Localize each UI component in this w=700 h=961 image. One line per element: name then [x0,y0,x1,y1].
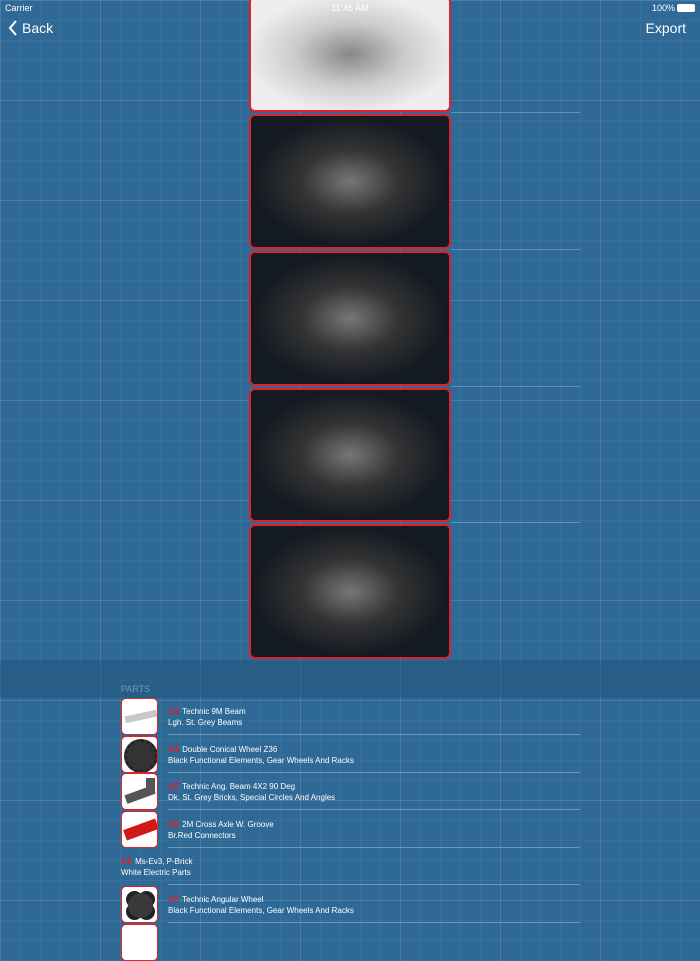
photo-robot-top-2[interactable] [249,251,451,386]
part-name: Technic 9M Beam [182,706,246,716]
part-category: White Electric Parts [121,867,191,877]
part-thumbnail [121,736,158,773]
divider [451,249,580,250]
part-qty: x5 [168,818,180,830]
photo-robot-top-3[interactable] [249,388,451,522]
photo-robot-front[interactable] [249,0,451,112]
part-name: Technic Angular Wheel [182,894,264,904]
section-band [0,660,700,698]
carrier-label: Carrier [5,3,33,13]
battery-percent: 100% [651,3,675,13]
part-name: Double Conical Wheel Z36 [182,744,278,754]
part-category: Lgh. St. Grey Beams [168,717,243,727]
export-button[interactable]: Export [645,20,686,36]
photo-parts-layout[interactable] [249,524,451,659]
divider [168,809,580,810]
part-qty: x2 [168,893,180,905]
divider [451,386,580,387]
part-thumbnail [121,924,158,961]
part-thumbnail [121,886,158,923]
chevron-left-icon [8,20,17,36]
part-row[interactable] [121,924,168,961]
divider [168,847,580,848]
part-qty: x2 [168,780,180,792]
divider [168,884,580,885]
clock: 11:45 AM [331,3,369,13]
battery-icon [677,4,695,12]
part-category: Br.Red Connectors [168,830,236,840]
back-button[interactable]: Back [8,20,53,36]
part-qty: x1 [168,705,180,717]
divider [168,772,580,773]
divider [451,522,580,523]
part-thumbnail [121,773,158,810]
part-name: Technic Ang. Beam 4X2 90 Deg [182,781,296,791]
divider [168,922,580,923]
parts-header: PARTS [121,684,151,694]
part-category: Black Functional Elements, Gear Wheels A… [168,755,354,765]
part-thumbnail [121,698,158,735]
part-category: Black Functional Elements, Gear Wheels A… [168,905,354,915]
part-qty: x1 [168,743,180,755]
part-name: Ms-Ev3, P-Brick [135,856,193,866]
photo-robot-top-1[interactable] [249,114,451,249]
part-category: Dk. St. Grey Bricks, Special Circles And… [168,792,336,802]
battery-indicator: 100% [652,3,695,13]
divider [451,112,580,113]
status-bar: Carrier 11:45 AM 100% [0,0,700,14]
part-qty: x1 [121,855,133,867]
part-thumbnail [121,811,158,848]
part-name: 2M Cross Axle W. Groove [182,819,274,829]
divider [168,734,580,735]
back-label: Back [22,20,54,36]
